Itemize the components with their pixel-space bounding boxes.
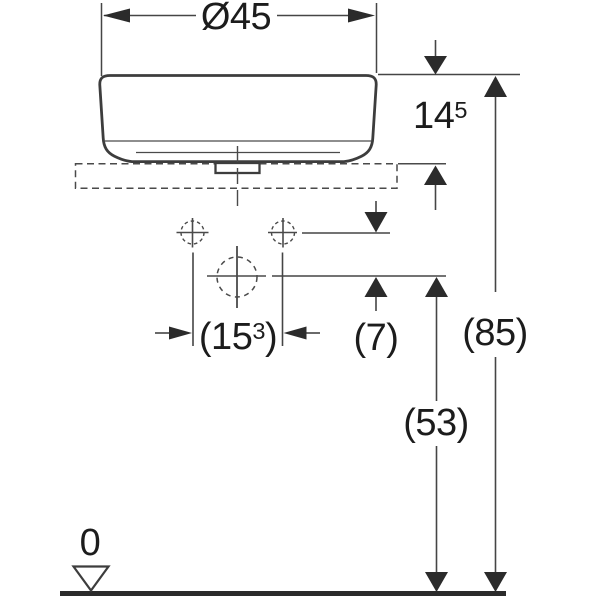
dim-tap-spacing-post: ) <box>264 316 278 358</box>
datum-zero-label: 0 <box>79 522 101 564</box>
dim-overall-height-arrowheads <box>484 76 507 592</box>
dim-drain-height-arrowheads <box>425 277 448 592</box>
dim-basin-height-main: 14 <box>413 95 455 137</box>
dim-label-basin-height: 145 <box>413 97 467 135</box>
dim-label-tap-spacing: (153) <box>198 316 278 358</box>
dim-basin-height-sup: 5 <box>454 97 467 124</box>
dim-label-overall-height: (85) <box>462 312 528 354</box>
tap-hole-right <box>268 218 297 248</box>
dim-tap-spacing-arrowheads <box>169 326 307 340</box>
washbasin-outline <box>98 74 378 163</box>
dim-tap-spacing-pre: (15 <box>198 316 253 358</box>
reference-lines <box>272 73 520 277</box>
datum-triangle-icon <box>71 565 111 593</box>
drain-hole <box>207 246 266 308</box>
dim-label-diameter: Ø45 <box>200 0 272 38</box>
countertop-dashed-outline <box>74 163 446 190</box>
dim-basin-height-arrowheads <box>424 56 447 185</box>
dim-diameter-arrowheads <box>103 8 375 23</box>
dim-drain-offset-arrowheads <box>364 212 388 297</box>
dim-label-drain-offset: (7) <box>353 317 399 359</box>
dim-label-drain-height: (53) <box>403 402 469 444</box>
dim-tap-spacing-sup: 3 <box>252 318 265 345</box>
dim-tap-spacing-lines <box>155 252 320 346</box>
tap-hole-left <box>176 218 209 248</box>
